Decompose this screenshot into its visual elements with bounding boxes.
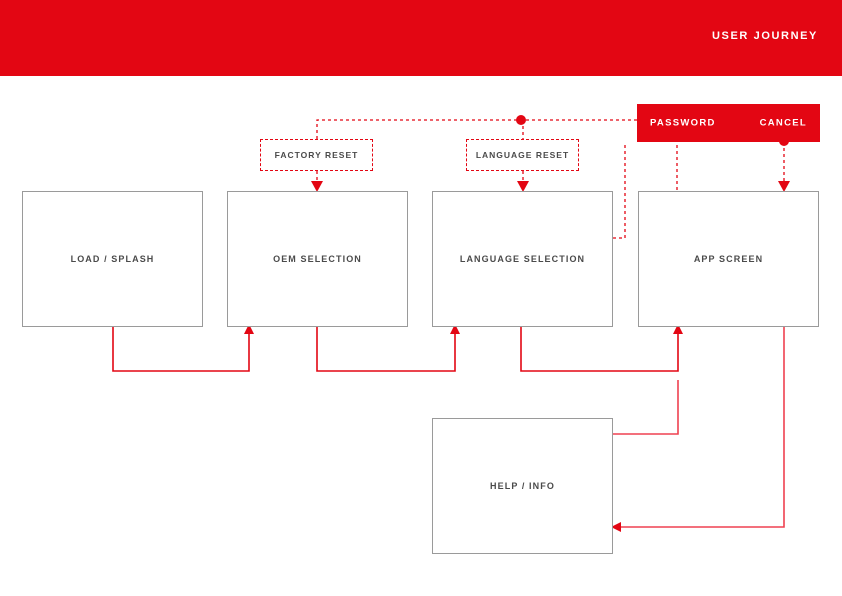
node-load-splash[interactable]: LOAD / SPLASH — [22, 191, 203, 327]
header-band — [0, 0, 842, 76]
node-label-help-info: HELP / INFO — [490, 481, 555, 491]
page-title: USER JOURNEY — [712, 30, 818, 42]
node-language-selection[interactable]: LANGUAGE SELECTION — [432, 191, 613, 327]
edge-app-to-help — [620, 302, 785, 528]
node-app-screen[interactable]: APP SCREEN — [638, 191, 819, 327]
password-action[interactable]: PASSWORD — [650, 117, 716, 129]
edge-password-top-rail — [316, 119, 637, 139]
edge-load-to-oem — [112, 327, 250, 372]
password-cancel-bar: PASSWORD CANCEL — [637, 104, 820, 142]
node-label-language-selection: LANGUAGE SELECTION — [459, 254, 586, 264]
node-label-factory-reset: FACTORY RESET — [274, 150, 359, 160]
node-help-info[interactable]: HELP / INFO — [432, 418, 613, 554]
cancel-action[interactable]: CANCEL — [759, 117, 807, 129]
node-label-language-reset: LANGUAGE RESET — [475, 150, 570, 160]
node-label-app-screen: APP SCREEN — [693, 254, 764, 264]
node-label-load-splash: LOAD / SPLASH — [70, 254, 155, 264]
node-factory-reset[interactable]: FACTORY RESET — [260, 139, 373, 171]
node-language-reset[interactable]: LANGUAGE RESET — [466, 139, 579, 171]
node-oem-selection[interactable]: OEM SELECTION — [227, 191, 408, 327]
edge-dot-top-rail — [516, 115, 526, 125]
node-label-oem-selection: OEM SELECTION — [273, 254, 362, 264]
